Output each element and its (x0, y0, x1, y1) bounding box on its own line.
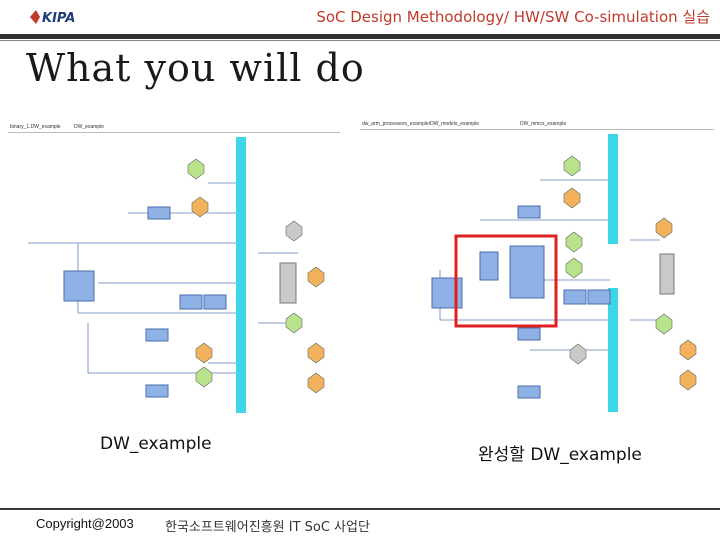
header-divider (0, 34, 720, 39)
right-block-w (517, 385, 541, 399)
left-tab-other[interactable]: DW_example (74, 124, 105, 130)
left-block-memory (147, 206, 171, 220)
footer-copyright: Copyright@2003 (36, 516, 134, 531)
highlight-box (454, 234, 558, 328)
right-tab-other[interactable]: DW_mmcs_example (520, 121, 567, 127)
kipa-logo-text: KIPA (42, 11, 75, 26)
left-block-bridge (279, 262, 297, 304)
left-diagram-panel: binary_1.DW_example DW_example (8, 123, 340, 415)
right-block-new-b (509, 245, 545, 299)
header-title: SoC Design Methodology/ HW/SW Co-simulat… (316, 8, 710, 26)
left-tab-active[interactable]: binary_1.DW_example (10, 124, 61, 130)
slide-title: What you will do (26, 46, 365, 90)
right-block-diagram (431, 134, 697, 412)
footer-organization: 한국소프트웨어진흥원 IT SoC 사업단 (165, 520, 370, 535)
left-block-processor (63, 270, 95, 302)
left-block-b (203, 294, 227, 310)
right-block-new-a (479, 251, 499, 281)
right-tab-active[interactable]: dw_arm_processors_example/DW_models_exam… (362, 121, 479, 127)
right-block-memory (517, 205, 541, 219)
right-block-bridge (659, 253, 675, 295)
left-block-a (179, 294, 203, 310)
header-divider-thin (0, 40, 720, 41)
right-block-y (587, 289, 611, 305)
footer-divider (0, 508, 720, 510)
left-hex-group (187, 158, 325, 394)
right-bus-bar-top (608, 134, 618, 244)
right-hex-group (563, 155, 697, 391)
left-bus-bar (236, 137, 246, 413)
kipa-logo: KIPA (30, 10, 75, 26)
right-caption: 완성할 DW_example (478, 445, 642, 465)
left-block-c (145, 328, 169, 342)
left-caption: DW_example (100, 434, 212, 454)
left-block-diagram (28, 137, 325, 413)
right-block-z (517, 327, 541, 341)
right-block-x (563, 289, 587, 305)
right-bus-bar-bottom (608, 288, 618, 412)
left-block-d (145, 384, 169, 398)
right-diagram-panel: dw_arm_processors_example/DW_models_exam… (360, 120, 714, 418)
